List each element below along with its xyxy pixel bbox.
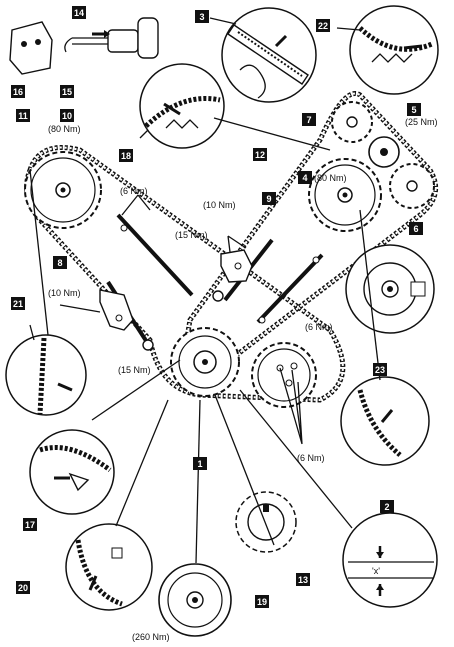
callout-12: 12 [253,148,267,161]
detail-19-crank-sprocket [235,491,297,553]
callout-2: 2 [380,500,394,513]
torque-upper-guide: (6 Nm) [120,186,148,196]
svg-text:11: 11 [18,111,28,121]
svg-text:9: 9 [266,194,271,204]
callout-16: 16 [11,85,25,98]
callout-4: 4 [298,171,312,184]
svg-text:2: 2 [384,502,389,512]
right-bank-timing-chain [182,91,439,371]
svg-text:20: 20 [18,583,28,593]
callout-15: 15 [60,85,74,98]
callout-17: 17 [23,518,37,531]
torque-labels: (80 Nm) (80 Nm) (25 Nm) (6 Nm) (10 Nm) (… [48,117,438,642]
callout-3: 3 [195,10,209,23]
leader-lines [29,17,381,564]
callout-18: 18 [119,149,133,162]
callout-23: 23 [373,363,387,376]
detail-2-timing-gap: 'x' [342,512,438,608]
svg-text:1: 1 [197,459,202,469]
torque-left-camshaft: (80 Nm) [48,124,81,134]
callout-7: 7 [302,113,316,126]
right-camshaft-sprocket [308,158,382,232]
svg-text:13: 13 [298,575,308,585]
torque-crank-pulley: (260 Nm) [132,632,170,642]
lower-tensioner [99,289,134,331]
upper-right-idler-sprocket [331,101,373,143]
tool-15-locking-pin [64,17,159,59]
torque-lower-bolt: (15 Nm) [118,365,151,375]
detail-20-crank-link [65,523,153,611]
crankshaft-sprocket [170,327,240,397]
callout-badges: 1 2 3 4 5 6 7 8 9 10 11 12 13 14 15 16 1… [11,6,423,608]
svg-text:17: 17 [25,520,35,530]
detail-22-timing-mark [349,5,439,95]
detail-crank-pulley [158,563,232,637]
tool-16-tensioner-lock [9,21,53,75]
detail-18-sprocket-tooth [139,63,225,149]
far-right-sprocket [389,163,435,209]
callout-6: 6 [409,222,423,235]
tensioner-pulley [368,136,400,168]
svg-text:18: 18 [121,151,131,161]
svg-text:5: 5 [411,105,416,115]
callout-20: 20 [16,581,30,594]
torque-right-camshaft: (80 Nm) [314,173,347,183]
torque-auxiliary-sprocket: (6 Nm) [297,453,325,463]
detail-23-chain-link [340,376,430,466]
svg-text:23: 23 [375,365,385,375]
svg-text:4: 4 [302,173,307,183]
detail-3-tensioner-guide [221,7,317,103]
callout-5: 5 [407,103,421,116]
callout-8: 8 [53,256,67,269]
svg-text:22: 22 [318,21,328,31]
torque-lower-tensioner: (10 Nm) [48,288,81,298]
svg-text:16: 16 [13,87,23,97]
callout-10: 10 [60,109,74,122]
detail-6-camshaft-sprocket [345,244,435,334]
callout-14: 14 [72,6,86,19]
svg-text:3: 3 [199,12,204,22]
timing-gap-label: 'x' [372,566,380,576]
svg-text:15: 15 [62,87,72,97]
torque-middle-guide: (6 Nm) [305,322,333,332]
callout-21: 21 [11,297,25,310]
svg-text:12: 12 [255,150,265,160]
callout-11: 11 [16,109,30,122]
callout-19: 19 [255,595,269,608]
svg-text:6: 6 [413,224,418,234]
svg-text:14: 14 [74,8,84,18]
svg-text:8: 8 [57,258,62,268]
torque-upper-bolt: (15 Nm) [175,230,208,240]
torque-tensioner-pulley: (25 Nm) [405,117,438,127]
svg-text:10: 10 [62,111,72,121]
auxiliary-drive-sprocket [251,342,317,408]
upper-tensioner [220,249,253,283]
callout-13: 13 [296,573,310,586]
guide-bolts [120,224,320,351]
svg-text:19: 19 [257,597,267,607]
callout-22: 22 [316,19,330,32]
svg-text:7: 7 [306,115,311,125]
callout-1: 1 [193,457,207,470]
callout-9: 9 [262,192,276,205]
detail-17-crank-mark [29,429,115,515]
left-camshaft-sprocket [24,151,102,229]
svg-text:21: 21 [13,299,23,309]
detail-21-chain-link [5,334,87,416]
torque-upper-tensioner: (10 Nm) [203,200,236,210]
